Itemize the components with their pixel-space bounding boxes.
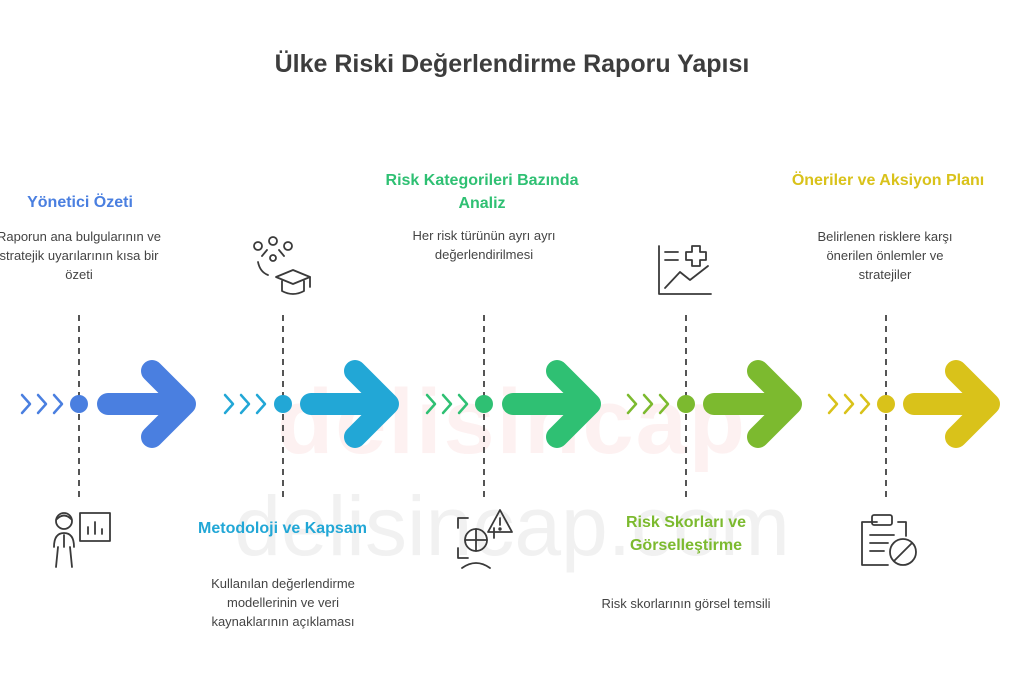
arrow-head-icon [945,360,1000,448]
step-3-arrow [425,360,601,448]
step-4-heading: Risk Skorları ve Görselleştirme [625,514,747,554]
chevron-right-icon [642,393,654,415]
step-3-description: Her risk türünün ayrı ayrı değerlendiril… [412,228,556,262]
step-marker [475,395,493,413]
executive-presentation-icon [53,512,111,568]
step-5-heading: Öneriler ve Aksiyon Planı [791,172,985,189]
chevron-right-icon [859,393,871,415]
chevron-right-icon [626,393,638,415]
step-marker [877,395,895,413]
step-3-heading: Risk Kategorileri Bazında Analiz [385,172,579,212]
chevron-right-icon [658,393,670,415]
step-1-arrow [20,360,196,448]
chevron-right-icon [843,393,855,415]
step-4-arrow [626,360,802,448]
clipboard-blocked-icon [861,514,917,566]
graduation-ideas-icon [253,236,311,295]
step-marker [274,395,292,413]
chevron-right-icon [223,393,235,415]
arrow-head-icon [747,360,802,448]
chevron-right-icon [52,393,64,415]
step-2-heading: Metodoloji ve Kapsam [198,520,367,537]
page-title: Ülke Riski Değerlendirme Raporu Yapısı [274,50,750,78]
step-1-description: Raporun ana bulgularının ve stratejik uy… [0,229,162,282]
step-marker [677,395,695,413]
chevron-right-icon [441,393,453,415]
step-2-arrow [223,360,399,448]
chevron-right-icon [457,393,469,415]
chevron-right-icon [239,393,251,415]
chevron-right-icon [20,393,32,415]
step-5-arrow [827,360,1000,448]
arrow-head-icon [546,360,601,448]
step-marker [70,395,88,413]
chevron-right-icon [255,393,267,415]
chevron-right-icon [827,393,839,415]
arrow-head-icon [141,360,196,448]
step-1-heading: Yönetici Özeti [27,194,133,211]
step-2-description: Kullanılan değerlendirme modellerinin ve… [211,576,355,629]
chart-plus-icon [658,245,712,295]
watermark-secondary: delisincap.com [234,479,790,573]
step-4-description: Risk skorlarının görsel temsili [601,596,771,611]
chevron-right-icon [425,393,437,415]
risk-analysis-icon [457,509,513,569]
chevron-right-icon [36,393,48,415]
step-5-description: Belirlenen risklere karşı önerilen önlem… [817,229,953,282]
arrow-head-icon [344,360,399,448]
